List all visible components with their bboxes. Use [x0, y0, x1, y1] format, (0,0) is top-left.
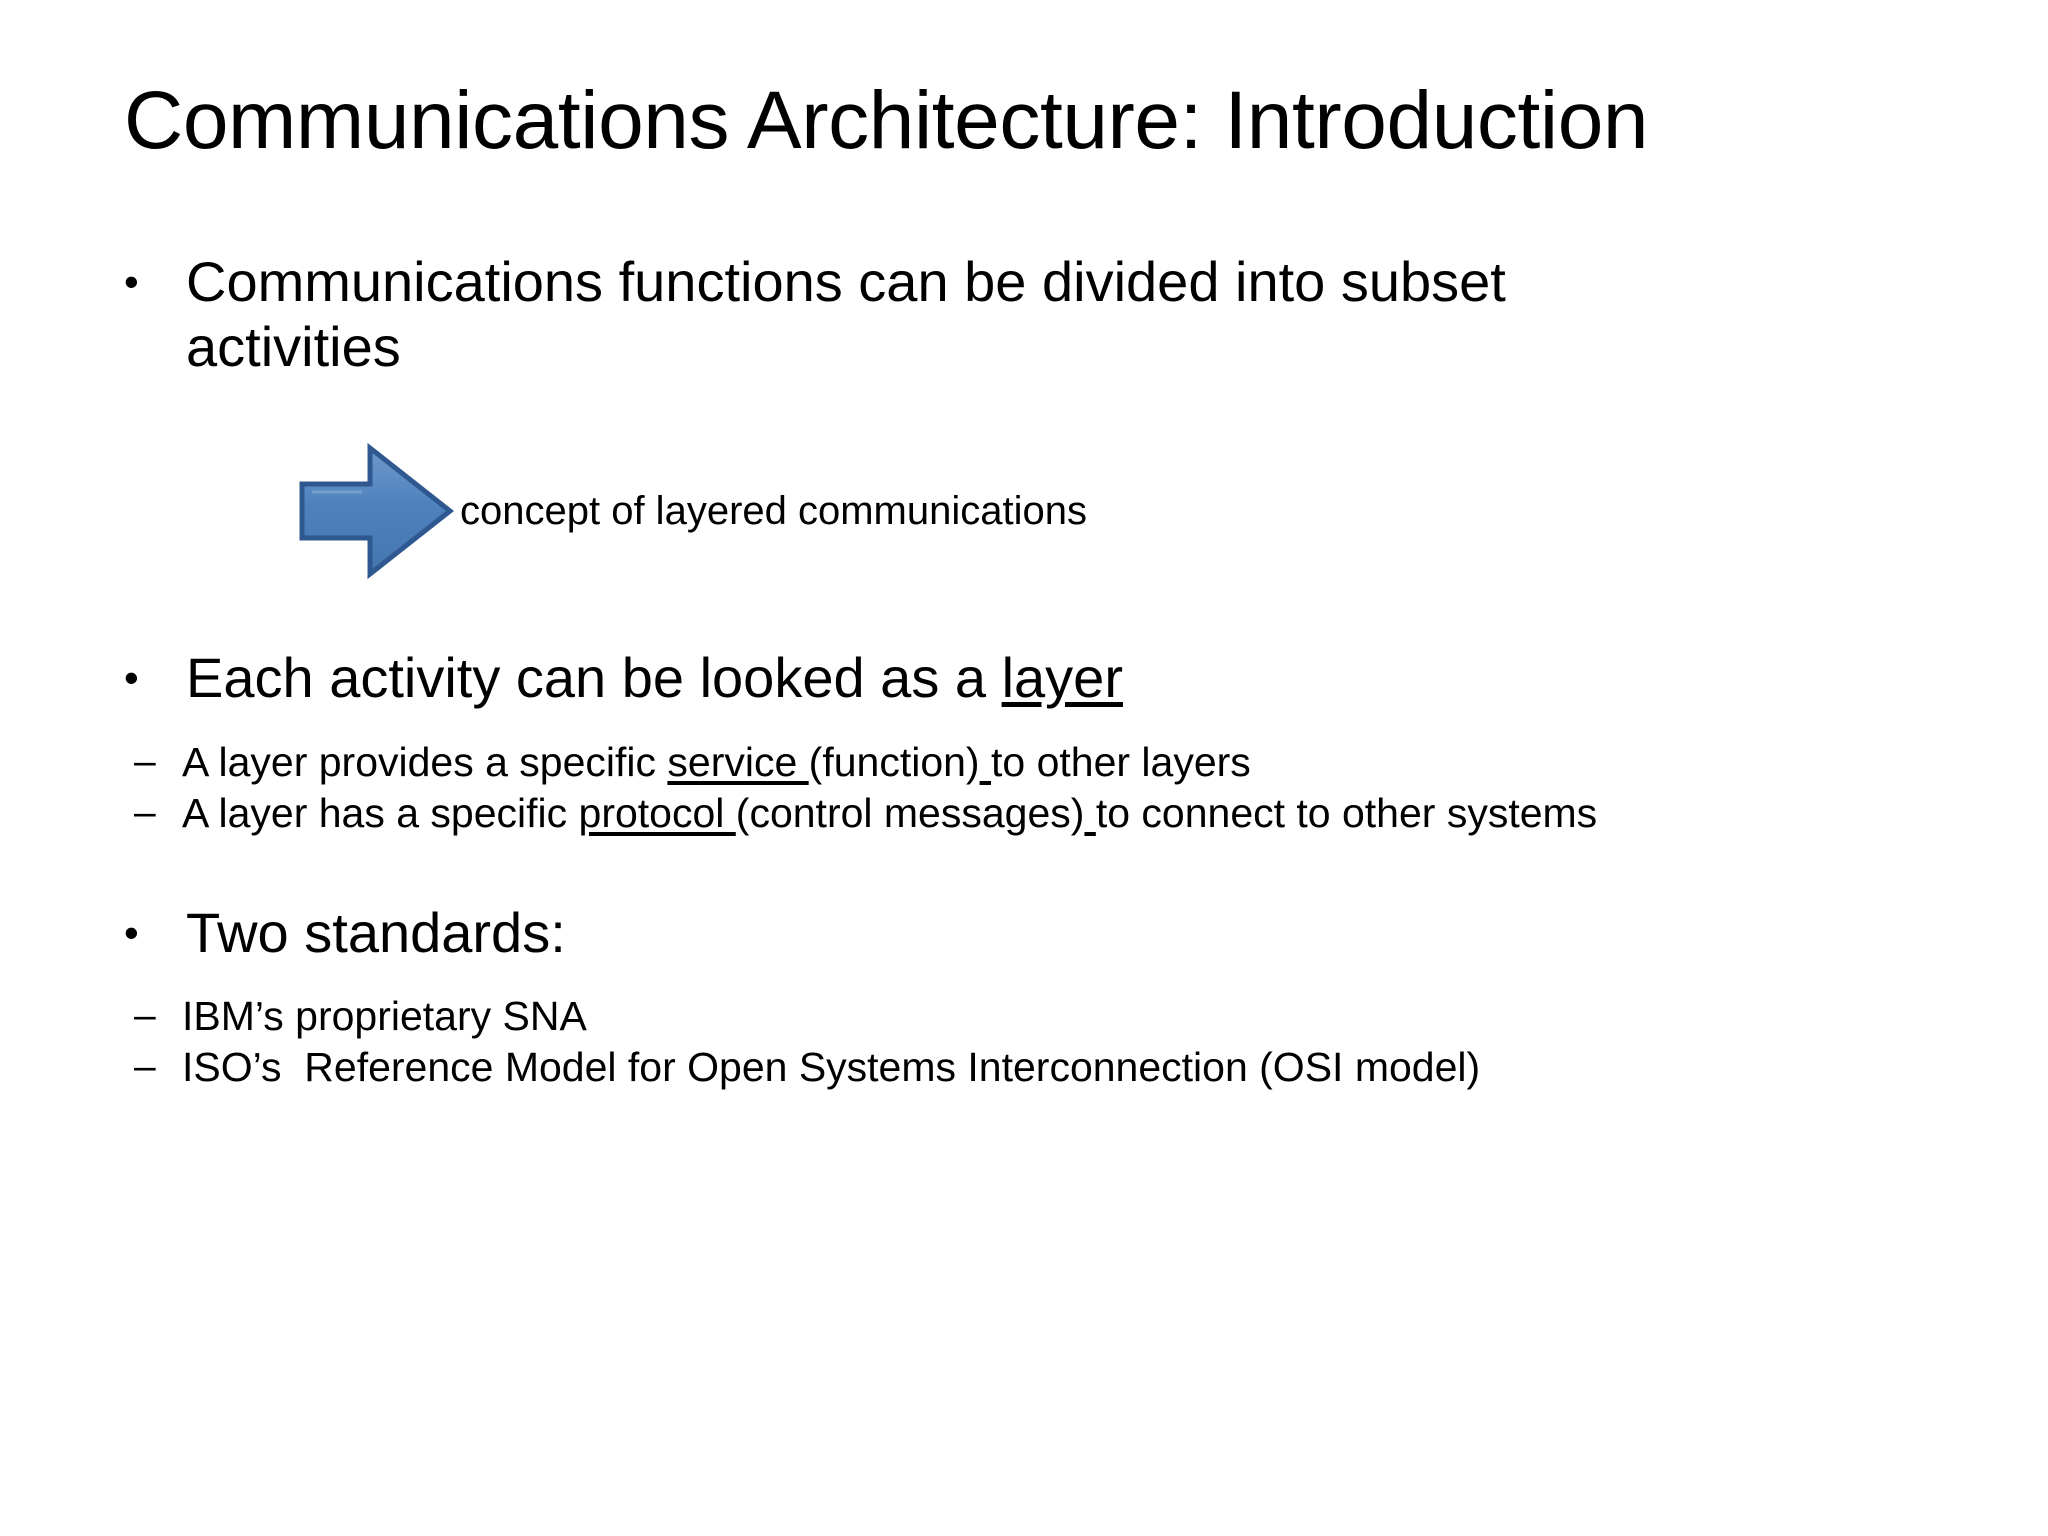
bullet-text-emphasis-layer: layer — [1001, 645, 1123, 709]
sub-bullet-text-suffix: to other layers — [991, 738, 1251, 785]
sub-bullet-text: A layer provides a specific service (fun… — [182, 737, 1970, 788]
sub-bullet-marker: – — [134, 1045, 156, 1089]
bullet-marker: • — [124, 908, 139, 956]
right-arrow-icon — [296, 436, 456, 586]
sub-bullet-emphasis-space — [1084, 790, 1095, 836]
bullet-two-standards: • Two standards: — [110, 901, 1970, 966]
sub-bullet-marker: – — [134, 790, 156, 834]
sub-bullet-emphasis-service: service — [667, 738, 809, 785]
bullet-text-line-2: activities — [186, 314, 401, 378]
sub-bullet-text-prefix: A layer provides a specific — [182, 738, 668, 785]
sub-bullet-marker: – — [134, 994, 156, 1038]
slide-body: • Communications functions can be divide… — [110, 250, 1970, 1093]
sub-bullet-marker: – — [134, 739, 156, 783]
slide-title: Communications Architecture: Introductio… — [124, 75, 1649, 166]
bullet-communications-functions: • Communications functions can be divide… — [110, 250, 1970, 380]
sub-bullet-emphasis-protocol: protocol — [578, 789, 736, 836]
sub-bullet-text-prefix: A layer has a specific — [182, 789, 579, 836]
bullet-text-line-1: Communications functions can be divided … — [186, 250, 1506, 313]
sub-bullet-text-middle: (control messages) — [735, 789, 1085, 836]
callout-text: concept of layered communications — [460, 488, 1087, 533]
sub-bullet-iso-osi: – ISO’s Reference Model for Open Systems… — [110, 1042, 1970, 1093]
bullet-text: Two standards: — [186, 900, 566, 964]
sub-bullet-text: IBM’s proprietary SNA — [182, 993, 587, 1040]
sub-bullet-layer-protocol: – A layer has a specific protocol (contr… — [110, 788, 1970, 839]
sub-bullet-text-middle: (function) — [808, 738, 980, 785]
bullet-text: Each activity can be looked as a layer — [186, 646, 1706, 711]
sub-bullet-ibm-sna: – IBM’s proprietary SNA — [110, 991, 1970, 1042]
sub-bullet-emphasis-space — [980, 739, 991, 785]
bullet-marker: • — [124, 258, 139, 305]
layered-communications-callout: concept of layered communications — [296, 436, 1970, 586]
sub-bullet-text: ISO’s Reference Model for Open Systems I… — [182, 1044, 1481, 1091]
bullet-text: Communications functions can be divided … — [186, 250, 1706, 380]
sub-bullet-text-suffix: to connect to other systems — [1095, 789, 1598, 836]
bullet-text-prefix: Each activity can be looked as a — [186, 645, 1002, 709]
sub-bullet-text: A layer has a specific protocol (control… — [182, 788, 1970, 839]
sub-bullet-layer-service: – A layer provides a specific service (f… — [110, 737, 1970, 788]
bullet-marker: • — [124, 653, 139, 701]
bullet-each-activity-layer: • Each activity can be looked as a layer — [110, 646, 1970, 711]
